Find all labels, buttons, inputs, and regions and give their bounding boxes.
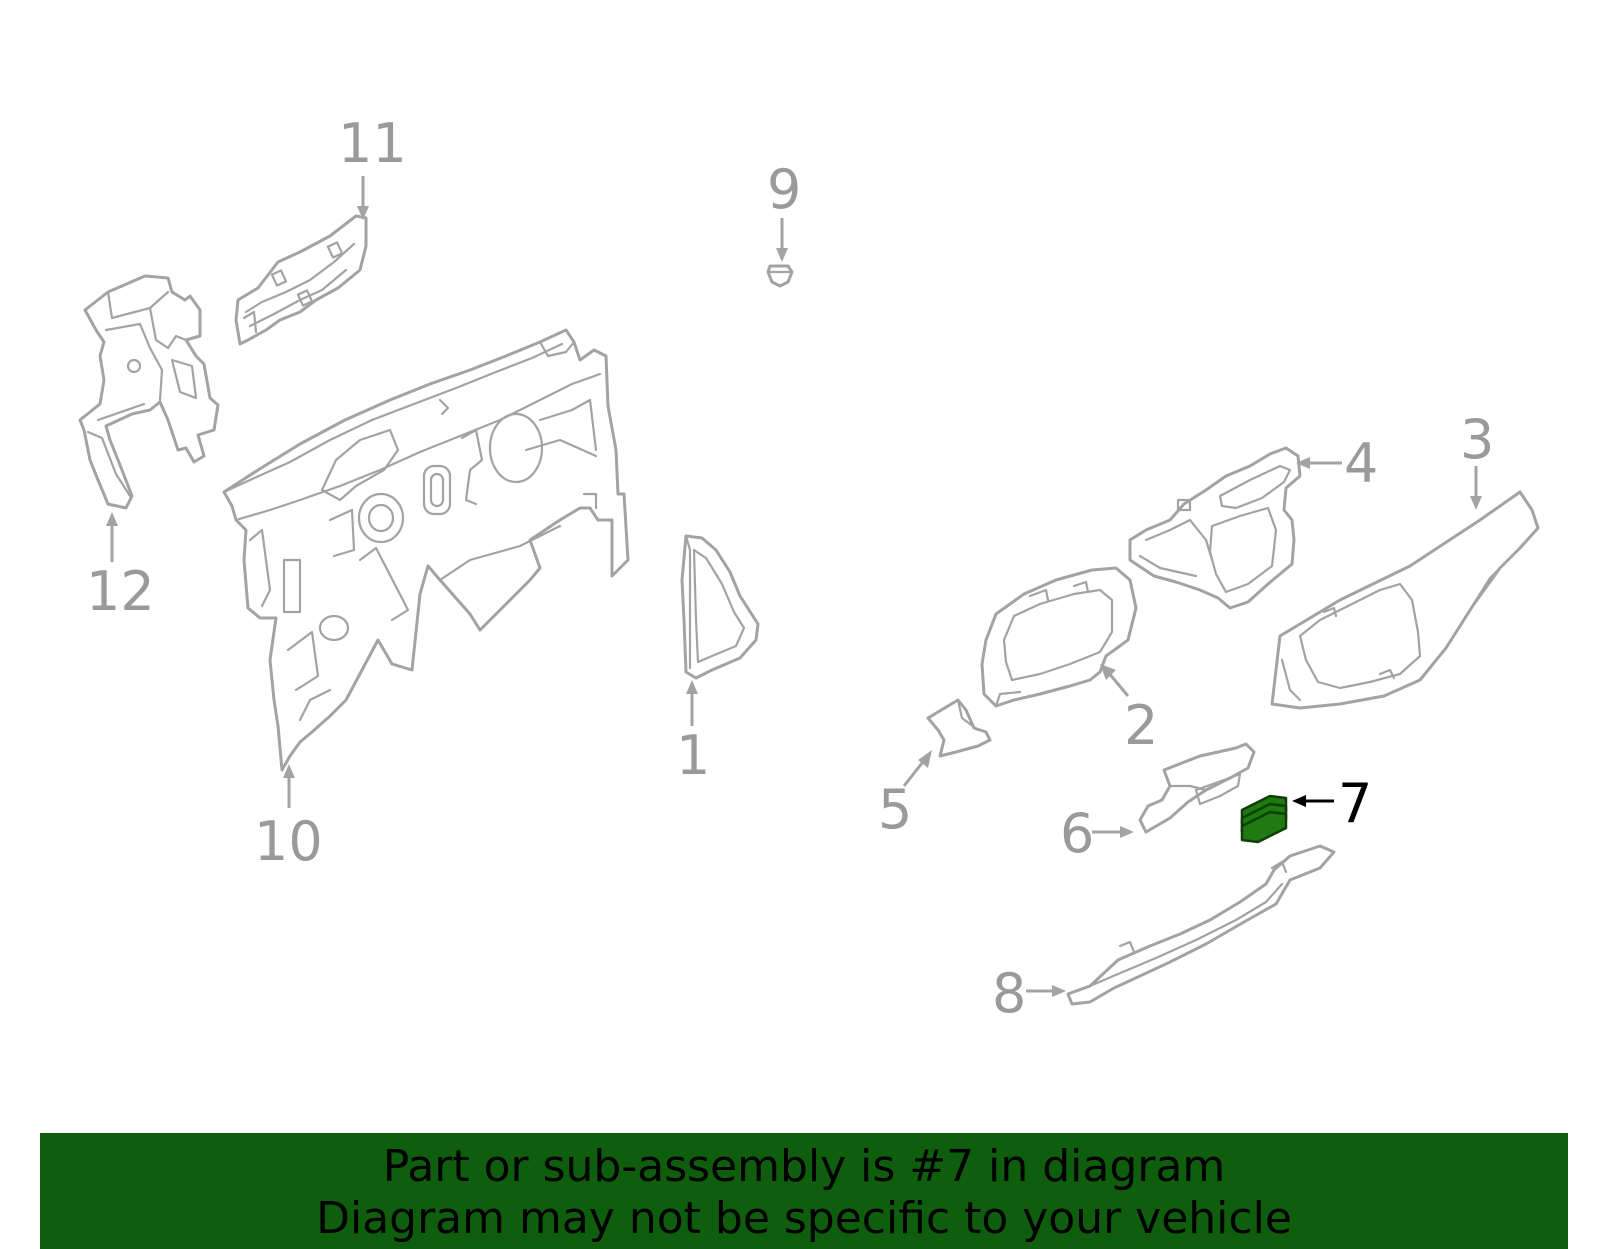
callout-6: 6 [1060, 802, 1094, 865]
callout-8: 8 [992, 962, 1026, 1025]
part-6-trim-bezel[interactable] [1138, 742, 1256, 834]
part-7-highlighted[interactable] [1240, 794, 1288, 844]
part-5-small-trim[interactable] [926, 698, 992, 758]
banner-line-part-reference: Part or sub-assembly is #7 in diagram [382, 1141, 1226, 1192]
callout-labels: 11 9 12 10 1 4 3 2 5 6 7 8 [86, 112, 1494, 1025]
part-3-cluster-panel[interactable] [1270, 490, 1540, 710]
part-4-vent-duct[interactable] [1128, 446, 1302, 610]
callout-10: 10 [254, 810, 323, 873]
part-1-side-trim[interactable] [680, 534, 760, 680]
callout-4: 4 [1344, 432, 1378, 495]
callout-1: 1 [676, 724, 710, 787]
callout-9: 9 [767, 158, 801, 221]
part-10-instrument-panel[interactable] [222, 328, 630, 772]
part-2-instrument-cluster[interactable] [980, 566, 1138, 708]
part-11-insulator[interactable] [234, 214, 368, 346]
callout-11: 11 [338, 112, 407, 175]
leader-lines [106, 176, 1482, 997]
callout-2: 2 [1124, 694, 1158, 757]
part-8-lower-trim[interactable] [1066, 844, 1336, 1006]
callout-3: 3 [1460, 408, 1494, 471]
callout-7: 7 [1338, 772, 1372, 835]
callout-12: 12 [86, 560, 155, 623]
part-12-bracket[interactable] [78, 274, 220, 510]
callout-5: 5 [878, 778, 912, 841]
info-banner: Part or sub-assembly is #7 in diagram Di… [40, 1133, 1568, 1249]
part-9-clip[interactable] [766, 264, 794, 288]
banner-line-disclaimer: Diagram may not be specific to your vehi… [316, 1193, 1292, 1244]
